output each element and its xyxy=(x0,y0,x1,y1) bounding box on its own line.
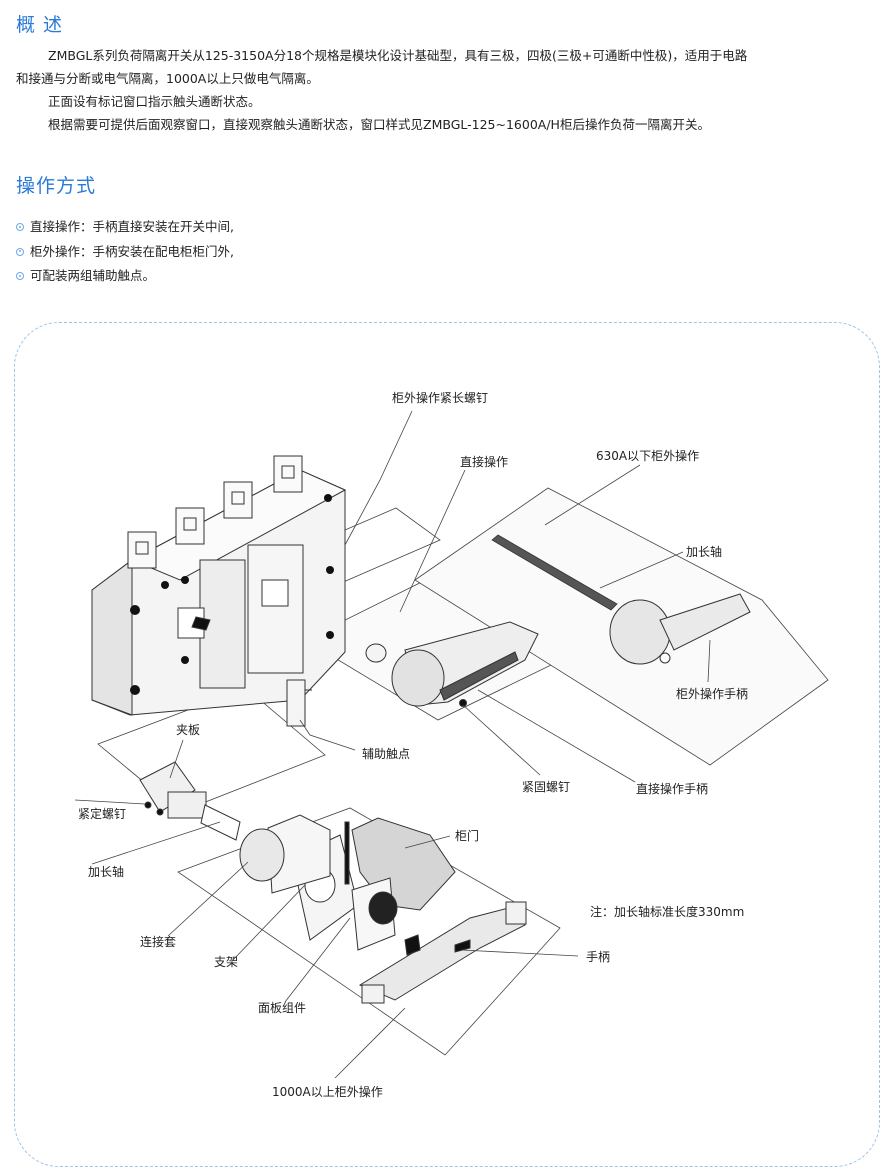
label-clamp-plate: 夹板 xyxy=(176,723,200,737)
label-set-screw-left: 紧定螺钉 xyxy=(78,806,126,821)
operation-mode-heading: 操作方式 xyxy=(16,175,97,197)
label-cabinet-door: 柜门 xyxy=(455,828,479,843)
circle-bullet-icon xyxy=(16,223,24,232)
list-item: 柜外操作：手柄安装在配电柜柜门外, xyxy=(16,240,234,265)
list-item: 可配装两组辅助触点。 xyxy=(16,264,234,289)
overview-heading: 概 述 xyxy=(16,14,64,36)
outside-handle-part xyxy=(609,593,751,665)
aux-contact-part xyxy=(286,679,312,727)
list-item-text: 直接操作：手柄直接安装在开关中间, xyxy=(30,219,234,234)
label-handle: 手柄 xyxy=(586,950,610,964)
mounting-holes xyxy=(130,494,334,695)
list-item-text: 可配装两组辅助触点。 xyxy=(30,268,156,283)
label-1000A-outside-op: 1000A以上柜外操作 xyxy=(272,1084,383,1099)
label-bracket: 支架 xyxy=(214,955,238,969)
overview-text: ZMBGL系列负荷隔离开关从125-3150A分18个规格是模块化设计基础型，具… xyxy=(16,44,880,136)
diagram-frame xyxy=(14,322,880,1167)
overview-paragraph: ZMBGL系列负荷隔离开关从125-3150A分18个规格是模块化设计基础型，具… xyxy=(48,48,748,63)
label-note: 注：加长轴标准长度330mm xyxy=(590,904,744,919)
overview-paragraph: 正面设有标记窗口指示触头通断状态。 xyxy=(48,94,261,109)
circle-bullet-icon xyxy=(16,247,24,256)
circle-bullet-icon xyxy=(16,272,24,281)
door-assembly-part xyxy=(239,814,527,1004)
label-direct-handle: 直接操作手柄 xyxy=(636,781,708,796)
label-extension-shaft-top: 加长轴 xyxy=(686,544,722,559)
label-set-screw-top: 紧固螺钉 xyxy=(522,780,570,794)
switch-terminals xyxy=(127,455,303,569)
label-long-screw: 柜外操作紧长螺钉 xyxy=(392,390,488,405)
clamp-plate-part xyxy=(139,761,241,841)
overview-paragraph: 和接通与分断或电气隔离，1000A以上只做电气隔离。 xyxy=(16,71,319,86)
operation-mode-list: 直接操作：手柄直接安装在开关中间, 柜外操作：手柄安装在配电柜柜门外, 可配装两… xyxy=(16,215,234,289)
label-extension-shaft-left: 加长轴 xyxy=(88,864,124,879)
switch-body xyxy=(91,469,347,716)
direct-handle-part xyxy=(365,621,539,707)
label-aux-contact: 辅助触点 xyxy=(362,747,410,761)
label-outside-handle: 柜外操作手柄 xyxy=(676,686,748,701)
overview-paragraph: 根据需要可提供后面观察窗口，直接观察触头通断状态，窗口样式见ZMBGL-125~… xyxy=(48,117,710,132)
label-630A-outside-op: 630A以下柜外操作 xyxy=(596,448,699,463)
label-panel-assembly: 面板组件 xyxy=(258,1001,306,1015)
label-direct-op: 直接操作 xyxy=(460,454,508,469)
extension-shaft-top xyxy=(491,534,618,611)
list-item: 直接操作：手柄直接安装在开关中间, xyxy=(16,215,234,240)
label-coupling: 连接套 xyxy=(140,934,176,949)
leader-lines xyxy=(74,410,711,1079)
list-item-text: 柜外操作：手柄安装在配电柜柜门外, xyxy=(30,243,234,259)
